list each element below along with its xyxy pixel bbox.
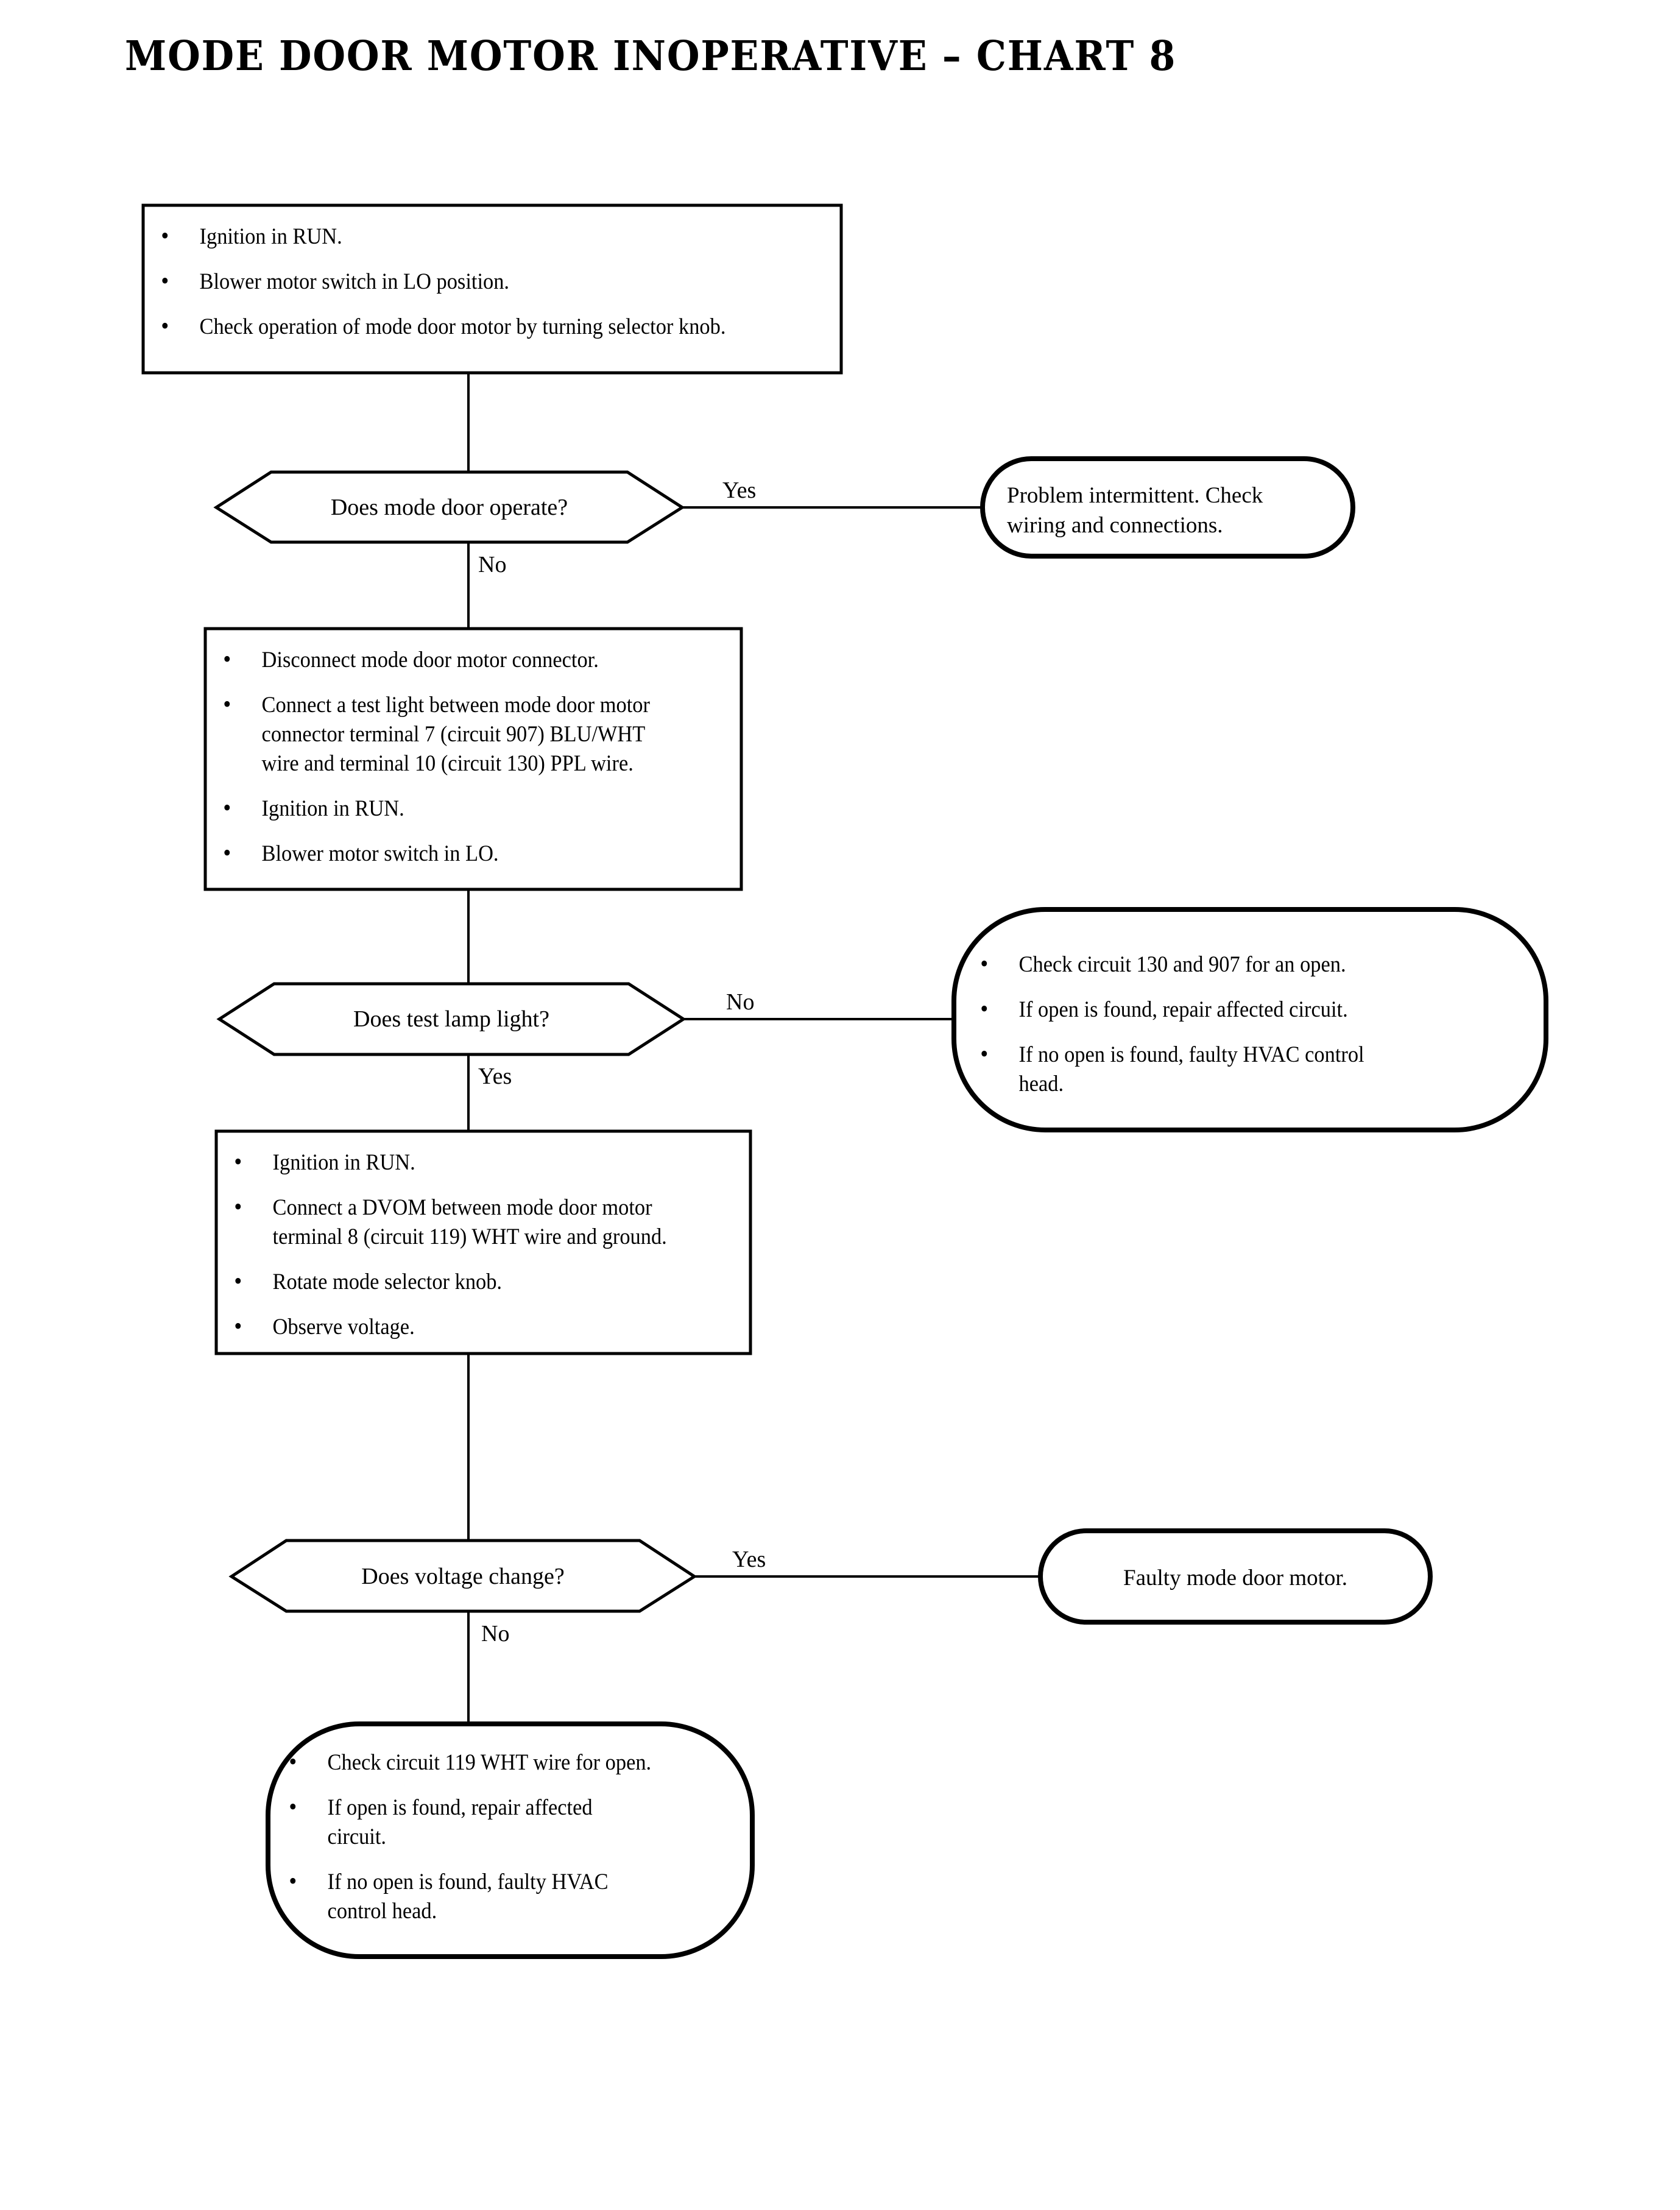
step2-bullet-3: Blower motor switch in LO.	[217, 837, 705, 869]
node-decision1-hexagon[interactable]	[213, 470, 685, 544]
step3-bullet-list: Ignition in RUN. Connect a DVOM between …	[228, 1146, 713, 1342]
term4-bullet-list: Check circuit 119 WHT wire for open. If …	[283, 1746, 714, 1926]
term1-line-0: Problem intermittent. Check	[1007, 483, 1263, 508]
term2-bullet-2: If no open is found, faulty HVAC control…	[975, 1038, 1382, 1099]
step2-bullet-2: Ignition in RUN.	[217, 792, 705, 824]
node-term2-text: Check circuit 130 and 907 for an open. I…	[975, 948, 1484, 1099]
node-step2-text: Disconnect mode door motor connector. Co…	[217, 643, 705, 869]
term2-bullet-1: If open is found, repair affected circui…	[975, 993, 1484, 1025]
decision3-no-label: No	[481, 1621, 510, 1647]
decision1-no-label: No	[478, 552, 507, 577]
step3-bullet-3: Observe voltage.	[228, 1310, 713, 1342]
term2-bullet-0: Check circuit 130 and 907 for an open.	[975, 948, 1484, 980]
node-step3-text: Ignition in RUN. Connect a DVOM between …	[228, 1146, 713, 1342]
step1-bullet-list: Ignition in RUN. Blower motor switch in …	[155, 220, 796, 342]
node-term3-rounded[interactable]	[1038, 1528, 1433, 1625]
step1-bullet-0: Ignition in RUN.	[155, 220, 796, 252]
term4-bullet-2: If no open is found, faulty HVAC control…	[283, 1865, 668, 1926]
decision2-no-label: No	[726, 989, 755, 1015]
term2-bullet-list: Check circuit 130 and 907 for an open. I…	[975, 948, 1484, 1099]
page-title: MODE DOOR MOTOR INOPERATIVE – CHART 8	[125, 32, 1177, 80]
node-term1-text: Problem intermittent. Check wiring and c…	[1007, 481, 1348, 541]
node-term3-text: Faulty mode door motor.	[1123, 1566, 1347, 1590]
node-term1-rounded[interactable]	[980, 456, 1355, 559]
node-step1-text: Ignition in RUN. Blower motor switch in …	[155, 220, 796, 342]
step3-bullet-2: Rotate mode selector knob.	[228, 1265, 713, 1297]
decision2-yes-label: Yes	[478, 1064, 512, 1089]
term1-line-1: wiring and connections.	[1007, 512, 1223, 538]
node-decision3-hexagon[interactable]	[228, 1539, 697, 1613]
term4-bullet-1: If open is found, repair affected circui…	[283, 1791, 656, 1852]
step3-bullet-0: Ignition in RUN.	[228, 1146, 713, 1177]
step1-bullet-1: Blower motor switch in LO position.	[155, 265, 796, 297]
term4-bullet-0: Check circuit 119 WHT wire for open.	[283, 1746, 668, 1778]
node-decision2-label: Does test lamp light?	[353, 1006, 549, 1032]
step2-bullet-list: Disconnect mode door motor connector. Co…	[217, 643, 705, 869]
decision1-yes-label: Yes	[722, 478, 757, 503]
node-decision2-hexagon[interactable]	[216, 982, 686, 1056]
step2-bullet-0: Disconnect mode door motor connector.	[217, 643, 705, 675]
node-term4-text: Check circuit 119 WHT wire for open. If …	[283, 1746, 714, 1926]
node-decision3-label: Does voltage change?	[361, 1564, 565, 1589]
step3-bullet-1: Connect a DVOM between mode door motor t…	[228, 1191, 677, 1252]
node-decision1-label: Does mode door operate?	[330, 495, 568, 520]
step1-bullet-2: Check operation of mode door motor by tu…	[155, 310, 726, 342]
decision3-yes-label: Yes	[732, 1547, 766, 1572]
step2-bullet-1: Connect a test light between mode door m…	[217, 688, 686, 778]
